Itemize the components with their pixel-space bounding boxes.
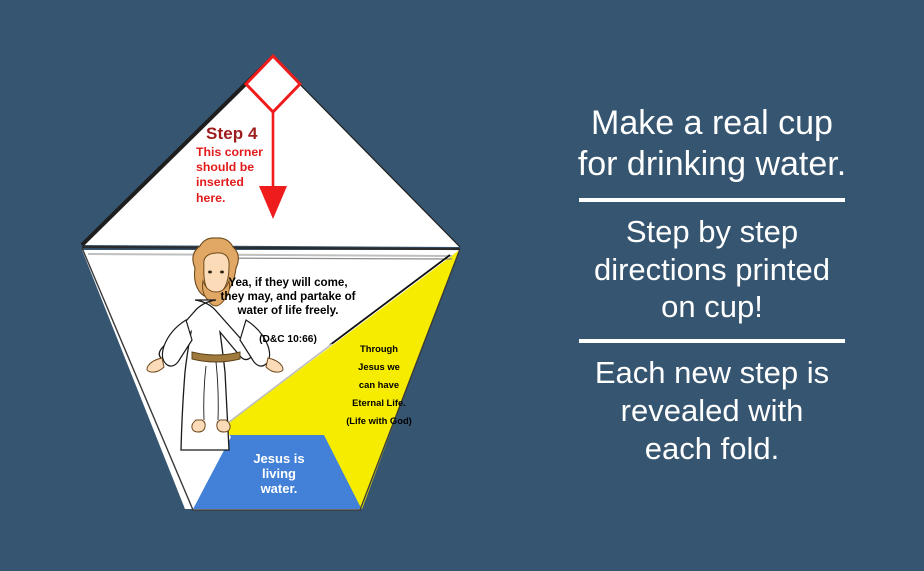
fold-line-top-inner <box>87 253 453 257</box>
step-instruction-block: Step 4 This corner should be inserted he… <box>196 124 280 206</box>
jesus-figure <box>146 237 284 451</box>
figure-eye-left <box>208 270 212 274</box>
figure-belt <box>191 351 241 363</box>
figure-hand-right <box>265 357 284 373</box>
divider-rule-1 <box>579 197 845 202</box>
promo-headline: Make a real cup for drinking water. <box>577 104 847 184</box>
promo-text-panel: Make a real cup for drinking water. Step… <box>500 0 924 571</box>
figure-robe-folds <box>203 361 219 421</box>
insert-arrow-head <box>259 186 287 219</box>
triangle-edge-right <box>272 56 461 248</box>
figure-foot-left <box>191 419 206 433</box>
promo-line-2: Step by step directions printed on cup! <box>593 213 831 325</box>
fold-line-top-inner2 <box>199 257 453 260</box>
cup-top-triangle <box>82 57 460 247</box>
step-body-text: This corner should be inserted here. <box>196 145 263 205</box>
scripture-reference: (D&C 10:66) <box>259 333 317 345</box>
triangle-edge-left-shadow <box>80 55 275 247</box>
cup-shape-svg <box>80 53 461 511</box>
fold-line-diagonal <box>329 254 451 346</box>
cup-body-outline <box>81 247 461 511</box>
blue-panel-text: Jesus is living water. <box>253 451 305 496</box>
figure-foot-right <box>216 419 231 433</box>
figure-eye-right <box>220 270 224 274</box>
figure-sleeve-left <box>161 319 193 367</box>
cup-blue-panel-fill <box>193 437 360 509</box>
divider-rule-2 <box>579 339 845 344</box>
step-title: Step 4 <box>206 124 258 143</box>
scripture-text: Yea, if they will come, they may, and pa… <box>220 276 356 318</box>
fold-line-top-outer <box>81 245 461 251</box>
promo-line-3: Each new step is revealed with each fold… <box>594 355 830 466</box>
yellow-panel-text: Through Jesus we can have Eternal Life. … <box>346 343 412 427</box>
scripture-quote: Yea, if they will come, they may, and pa… <box>213 262 363 360</box>
figure-hand-left <box>146 357 165 373</box>
folded-cup-diagram: Step 4 This corner should be inserted he… <box>80 53 461 511</box>
